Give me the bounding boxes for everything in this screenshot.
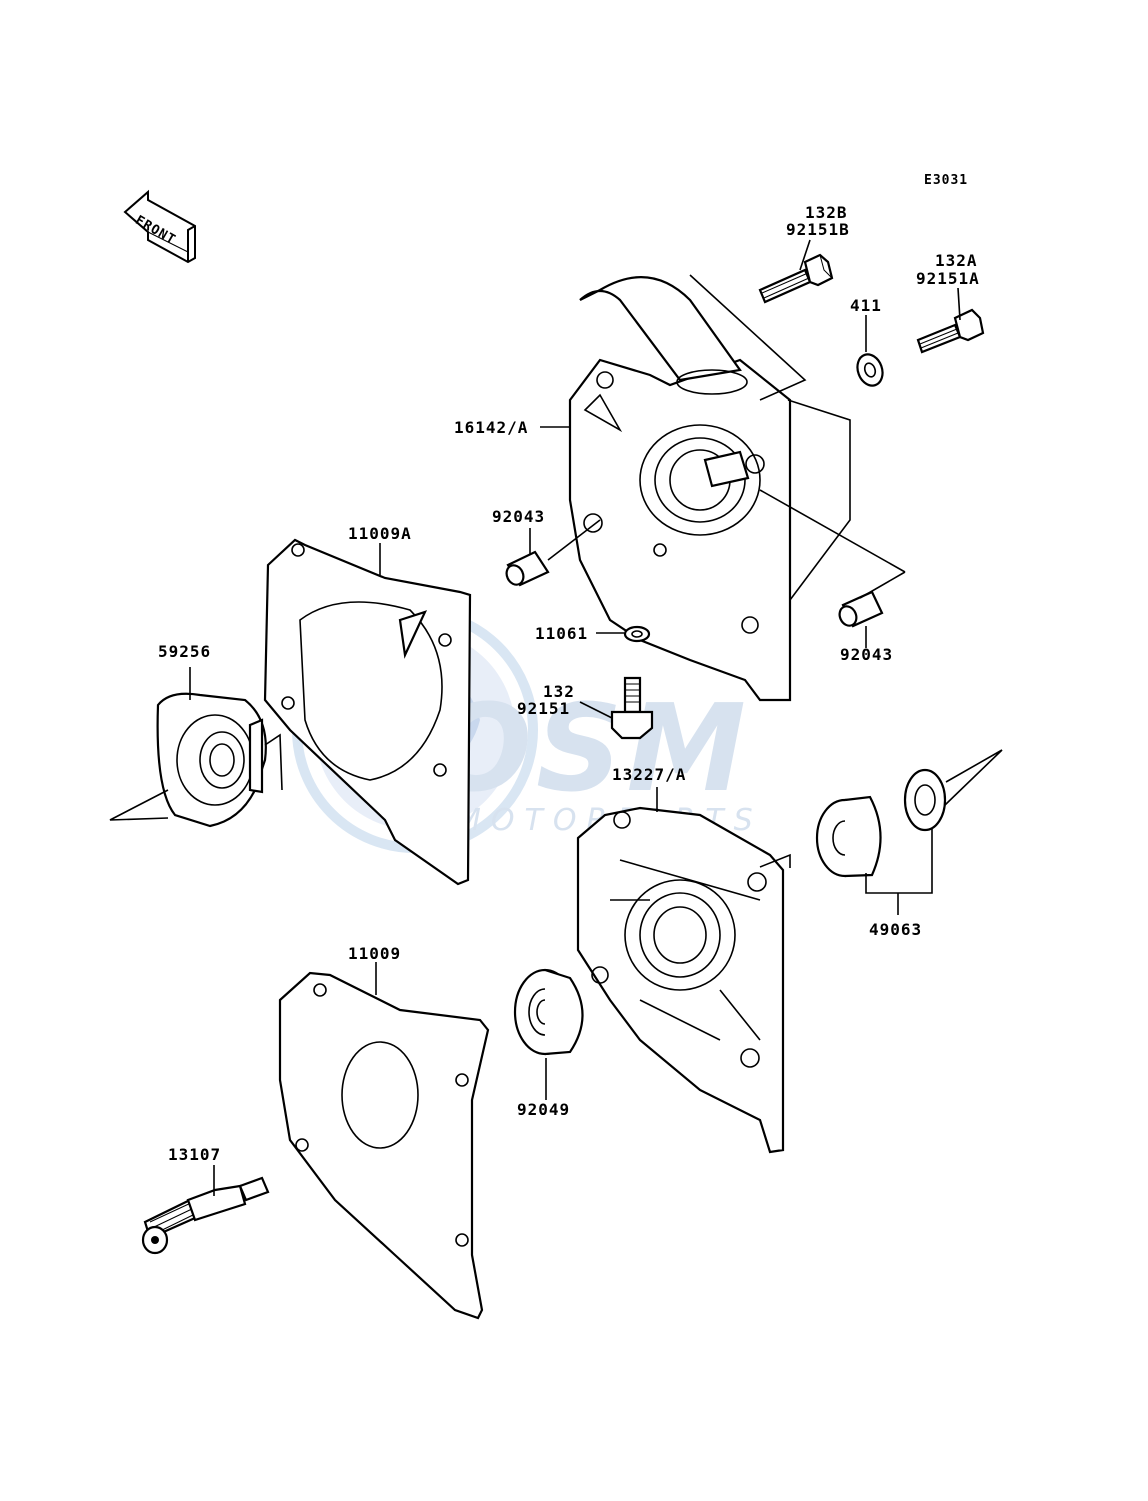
bolt-132b-icon (758, 253, 834, 304)
label-411: 411 (850, 296, 882, 315)
front-arrow-icon (123, 189, 196, 264)
dowel-92043-right-icon (838, 590, 884, 628)
dowel-92043-left-icon (505, 550, 550, 587)
oring-11061-icon (623, 625, 651, 643)
diagram-ref-code: E3031 (924, 173, 969, 188)
label-132b: 132B (805, 203, 848, 222)
label-132: 132 (543, 682, 575, 701)
housing-16142a-icon (568, 274, 851, 702)
label-92049: 92049 (517, 1100, 571, 1119)
impeller-59256-icon (156, 692, 283, 828)
label-11009a: 11009A (348, 524, 412, 543)
label-92151a: 92151A (916, 269, 980, 288)
cover-13227a-icon (576, 806, 785, 1154)
label-49063: 49063 (869, 920, 923, 939)
label-92043-right: 92043 (840, 645, 894, 664)
bolt-132-icon (610, 676, 654, 740)
washer-411-icon (856, 353, 884, 387)
gasket-11009-icon (278, 971, 490, 1320)
label-132a: 132A (935, 251, 978, 270)
shaft-13107-icon (141, 1176, 270, 1255)
watermark-brand: OSM (430, 680, 750, 819)
label-13107: 13107 (168, 1145, 222, 1164)
label-92151b: 92151B (786, 220, 850, 239)
label-59256: 59256 (158, 642, 212, 661)
seal-92049-icon (513, 968, 584, 1056)
bolt-132a-icon (916, 308, 985, 354)
label-92151: 92151 (517, 699, 571, 718)
gasket-11009a-icon (263, 538, 472, 886)
label-11061: 11061 (535, 624, 589, 643)
label-13227a: 13227/A (612, 765, 687, 784)
label-92043-left: 92043 (492, 507, 546, 526)
label-11009: 11009 (348, 944, 402, 963)
label-16142a: 16142/A (454, 418, 529, 437)
seal-49063-icon (815, 768, 947, 878)
